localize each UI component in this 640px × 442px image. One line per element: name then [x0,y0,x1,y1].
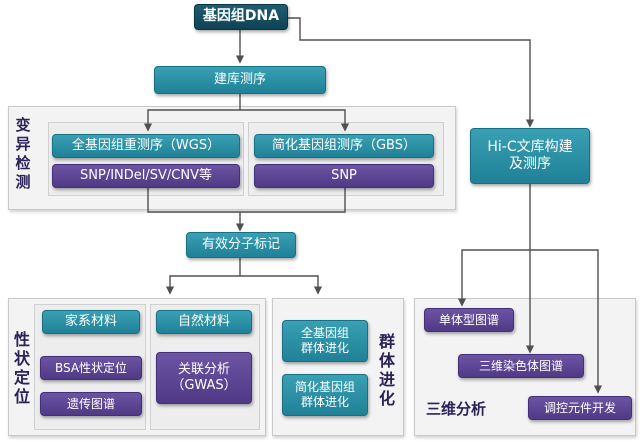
arrow-markers-population [240,275,323,295]
gbs-evo-line1: 简化基因组 [294,380,355,394]
hic-line1: Hi-C文库构建 [487,138,573,155]
wgs-box: 全基因组重测序（WGS） [52,134,240,158]
gbs-result-box: SNP [254,164,434,188]
population-evolution-label: 群体进化 [378,332,395,408]
arrow-library-gbs [240,109,350,132]
line-gbs-merge [240,188,346,213]
trait-mapping-label: 性状定位 [13,330,30,406]
natural-material-box: 自然材料 [156,310,252,334]
bsa-mapping-box: BSA性状定位 [40,356,142,380]
gbs-evo-line2: 群体进化 [300,395,349,409]
family-material-box: 家系材料 [42,310,140,334]
hic-line2: 及测序 [509,156,551,172]
gbs-population-evolution-box: 简化基因组 群体进化 [282,374,368,416]
gbs-box: 简化基因组测序（GBS） [254,134,434,158]
wgs-evo-line2: 群体进化 [300,341,349,355]
wgs-result-box: SNP/INDel/SV/CNV等 [52,164,240,188]
arrow-hic-regulatory [530,249,603,394]
gwas-line1: 关联分析 [177,361,230,377]
variant-detection-label: 变异检测 [15,116,31,191]
hic-library-box: Hi-C文库构建 及测序 [470,128,590,184]
genomic-dna-box: 基因组DNA [194,4,288,30]
gwas-line2: （GWAS） [171,378,237,393]
library-sequencing-box: 建库测序 [154,66,326,94]
genetic-map-box: 遗传图谱 [40,392,142,416]
arrow-hic-haplotype [457,249,530,307]
line-wgs-merge [147,188,240,213]
arrow-markers-trait [165,275,240,295]
arrow-dna-hic [288,17,535,128]
haplotype-map-box: 单体型图谱 [424,308,514,332]
molecular-markers-box: 有效分子标记 [186,232,296,258]
3d-chromosome-map-box: 三维染色体图谱 [458,354,584,378]
wgs-evo-line1: 全基因组 [300,326,349,340]
gwas-box: 关联分析 （GWAS） [156,352,252,404]
3d-analysis-label: 三维分析 [426,400,487,418]
arrow-library-wgs [143,109,240,132]
regulatory-element-box: 调控元件开发 [528,396,632,420]
wgs-population-evolution-box: 全基因组 群体进化 [282,320,368,362]
